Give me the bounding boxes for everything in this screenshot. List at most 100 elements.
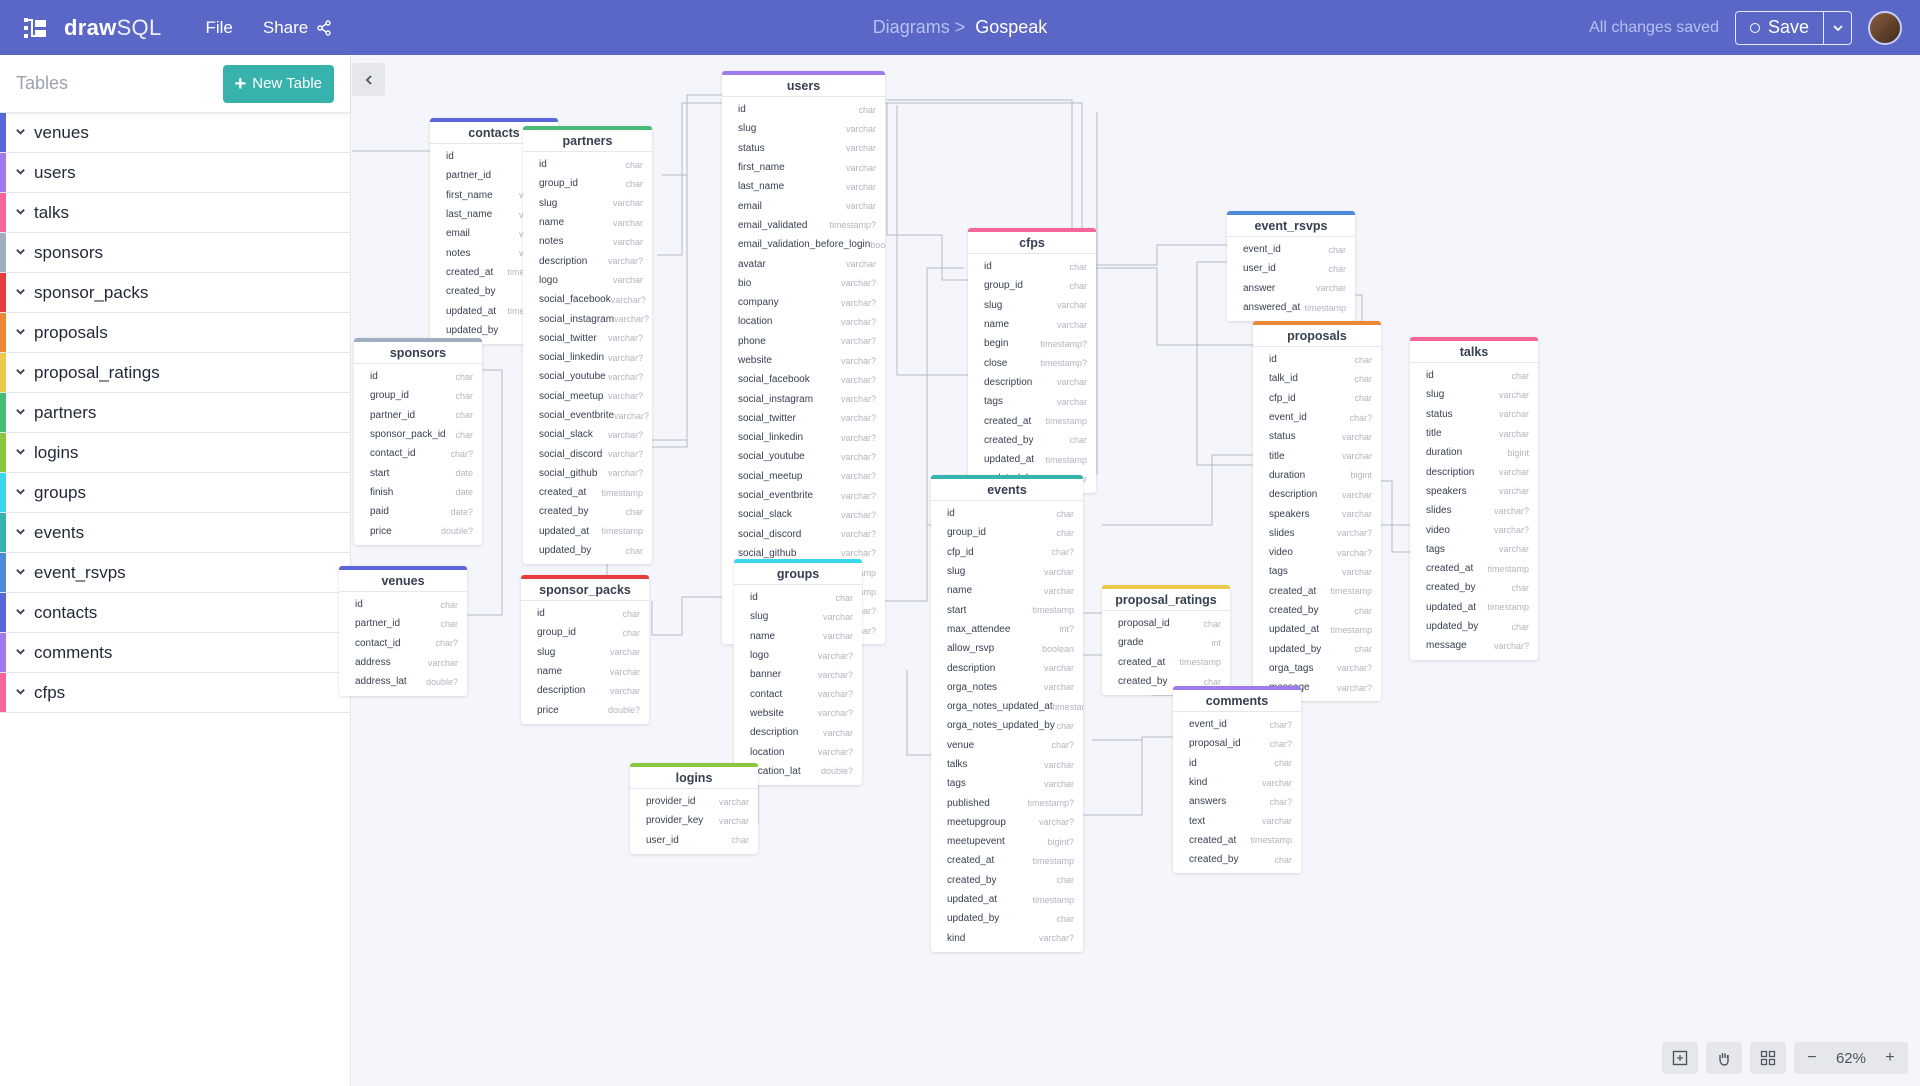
sidebar-table-proposal-ratings[interactable]: proposal_ratings [0, 353, 350, 393]
sidebar-table-comments[interactable]: comments [0, 633, 350, 673]
logo[interactable]: drawSQL [22, 15, 161, 41]
user-avatar[interactable] [1868, 10, 1902, 45]
table-title[interactable]: contacts [430, 122, 558, 144]
diagram-canvas[interactable]: contactsidcharpartner_idcharfirst_nameva… [339, 55, 1920, 1086]
table-title[interactable]: proposals [1253, 325, 1381, 347]
zoom-in-button[interactable]: + [1872, 1042, 1908, 1074]
save-options-button[interactable] [1823, 11, 1851, 44]
fit-view-button[interactable] [1661, 1042, 1698, 1074]
zoom-out-button[interactable]: − [1794, 1042, 1830, 1074]
table-title[interactable]: event_rsvps [1227, 215, 1355, 237]
sidebar-table-users[interactable]: users [0, 153, 350, 193]
file-menu[interactable]: File [205, 18, 232, 38]
sidebar-table-sponsor-packs[interactable]: sponsor_packs [0, 273, 350, 313]
collapse-sidebar-button[interactable] [352, 63, 385, 96]
sidebar-table-groups[interactable]: groups [0, 473, 350, 513]
table-title[interactable]: groups [734, 563, 862, 585]
sidebar-table-cfps[interactable]: cfps [0, 673, 350, 713]
